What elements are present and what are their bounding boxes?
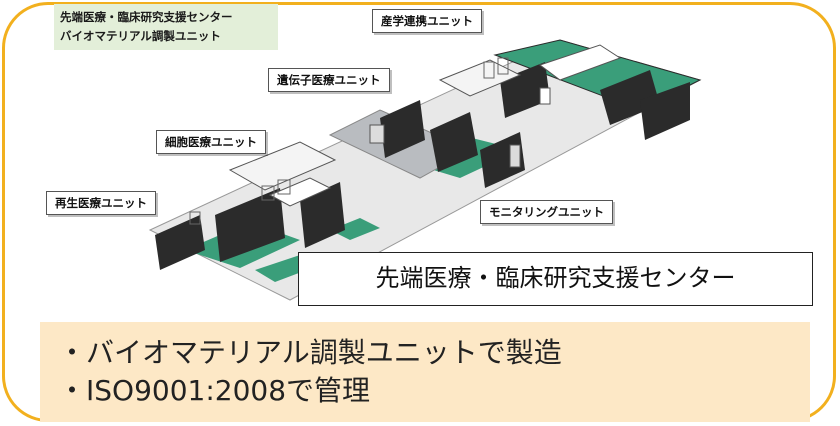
facility-unit-label: 先端医療・臨床研究支援センター バイオマテリアル調製ユニット [54, 4, 278, 50]
notes-box: ・バイオマテリアル調製ユニットで製造 ・ISO9001:2008で管理 [40, 322, 810, 422]
center-title-box: 先端医療・臨床研究支援センター [298, 252, 813, 306]
facility-name: 先端医療・臨床研究支援センター [60, 10, 233, 24]
label-industry-academia-unit: 産学連携ユニット [372, 9, 482, 33]
note-line-1: ・バイオマテリアル調製ユニットで製造 [58, 336, 562, 369]
label-cell-therapy-unit: 細胞医療ユニット [156, 130, 266, 154]
label-regenerative-unit: 再生医療ユニット [46, 191, 156, 215]
label-monitoring-unit: モニタリングユニット [480, 200, 613, 224]
label-gene-therapy-unit: 遺伝子医療ユニット [268, 68, 390, 92]
note-line-2: ・ISO9001:2008で管理 [58, 374, 371, 407]
unit-name: バイオマテリアル調製ユニット [60, 29, 221, 43]
